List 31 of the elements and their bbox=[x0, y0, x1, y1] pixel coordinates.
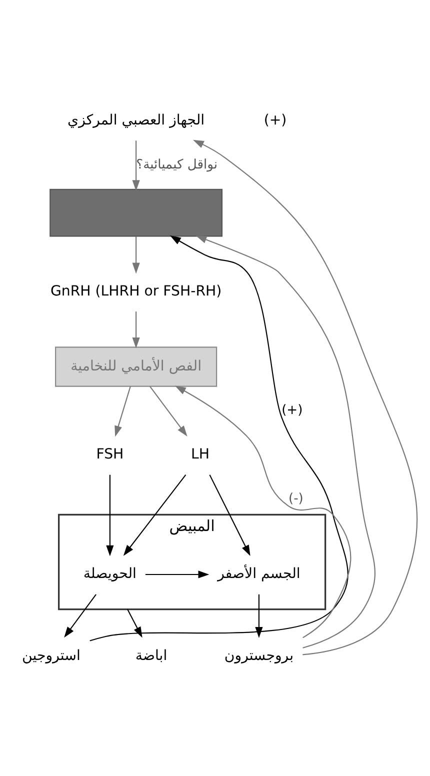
node-text: GnRH (LHRH or FSH-RH) bbox=[50, 282, 222, 299]
arrow bbox=[174, 385, 352, 638]
arrow bbox=[145, 570, 210, 578]
node-text: الحويصلة bbox=[83, 566, 136, 582]
arrow bbox=[192, 139, 418, 655]
arrow bbox=[123, 474, 186, 556]
arrow bbox=[114, 386, 131, 436]
node-box bbox=[50, 188, 223, 236]
node-text: اباضة bbox=[135, 647, 168, 664]
label: (+) bbox=[264, 112, 287, 128]
node-box: الفص الأمامي للنخامية bbox=[55, 346, 218, 386]
arrow bbox=[64, 594, 96, 638]
node-text: LH bbox=[190, 446, 210, 462]
arrow bbox=[132, 236, 140, 274]
edge-label: (+) bbox=[282, 402, 303, 418]
node-text: بروجسترون bbox=[224, 647, 294, 664]
edge-label: (-) bbox=[288, 490, 304, 506]
arrow bbox=[132, 140, 140, 191]
node-text: FSH bbox=[96, 446, 124, 462]
arrow bbox=[127, 608, 142, 638]
arrow bbox=[209, 474, 250, 556]
arrow bbox=[150, 386, 188, 436]
edge-label: نواقل كيميائية؟ bbox=[136, 156, 218, 172]
arrow bbox=[90, 234, 348, 641]
node-text: الجسم الأصفر bbox=[218, 566, 300, 582]
arrow bbox=[132, 311, 140, 348]
node-text: الجهاز العصبي المركزي bbox=[68, 112, 205, 128]
arrow bbox=[196, 235, 376, 648]
arrow bbox=[255, 594, 263, 638]
node-text: استروجين bbox=[22, 647, 80, 664]
arrow bbox=[106, 474, 114, 556]
